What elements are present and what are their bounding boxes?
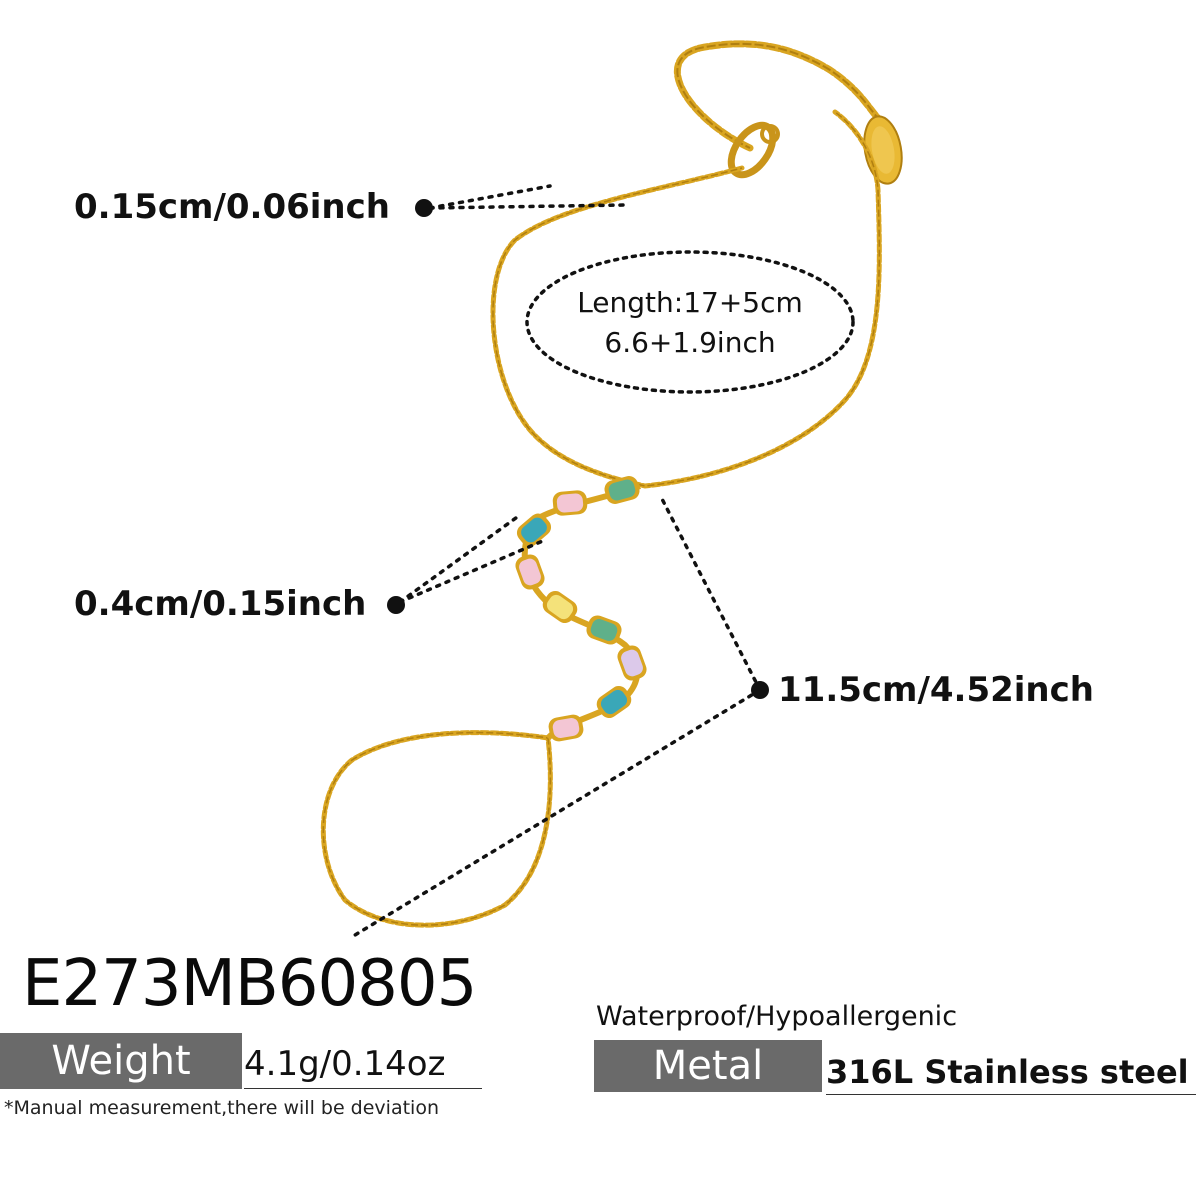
leader-lines (353, 184, 762, 937)
bullet-dot-stone (387, 596, 405, 614)
gemstone-green-2 (586, 615, 622, 645)
measurement-note: *Manual measurement,there will be deviat… (4, 1097, 439, 1119)
gemstone-green-1 (604, 476, 640, 504)
lobster-clasp (727, 121, 780, 179)
product-sku: E273MB60805 (22, 947, 477, 1021)
length-line-1: Length:17+5cm (577, 286, 803, 319)
gemstone-teal-2 (596, 685, 632, 719)
gemstone-lavender (617, 645, 647, 681)
feature-text: Waterproof/Hypoallergenic (596, 1001, 958, 1032)
drop-length-label: 11.5cm/4.52inch (778, 670, 1094, 710)
gemstone-yellow (542, 590, 578, 624)
gemstones (515, 476, 647, 742)
bullet-dot-thickness (415, 199, 433, 217)
bullet-dot-drop (751, 681, 769, 699)
weight-value: 4.1g/0.14oz (244, 1047, 482, 1089)
gemstone-pink-2 (515, 554, 545, 590)
gemstone-pink-1 (552, 490, 588, 516)
ring-chain (320, 730, 553, 928)
gemstone-teal-1 (516, 513, 552, 547)
length-oval (525, 250, 855, 394)
gemstone-pink-3 (548, 714, 584, 742)
metal-value: 316L Stainless steel (826, 1056, 1196, 1095)
metal-label-box: Metal (594, 1040, 822, 1092)
length-line-2: 6.6+1.9inch (604, 326, 776, 359)
stone-width-label: 0.4cm/0.15inch (74, 584, 367, 624)
weight-label-box: Weight (0, 1033, 242, 1089)
chain-thickness-label: 0.15cm/0.06inch (74, 187, 390, 227)
